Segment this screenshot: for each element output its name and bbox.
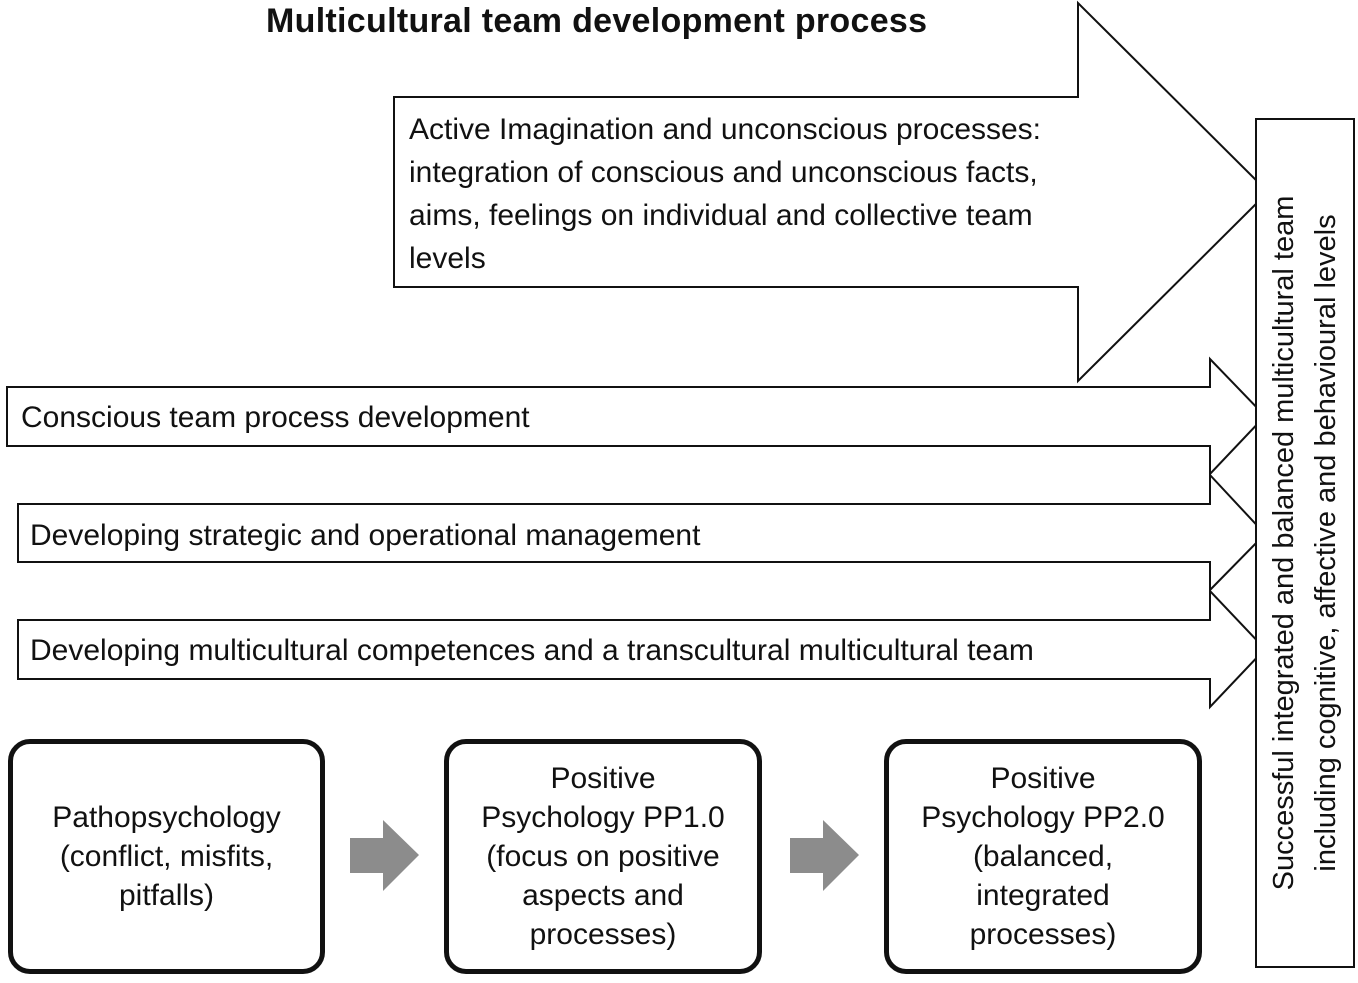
stage-line: Positive bbox=[990, 762, 1096, 795]
process-arrow-label-2: Developing strategic and operational man… bbox=[30, 519, 701, 552]
connector-arrow-2 bbox=[790, 820, 859, 891]
stage-line: Psychology PP2.0 bbox=[921, 801, 1165, 834]
stage-line: Psychology PP1.0 bbox=[481, 801, 725, 834]
stage-box-pp1: Positive Psychology PP1.0 (focus on posi… bbox=[444, 739, 762, 974]
stage-box-pp2: Positive Psychology PP2.0 (balanced, int… bbox=[884, 739, 1202, 974]
top-arrow-line: aims, feelings on individual and collect… bbox=[409, 199, 1033, 232]
stage-line: Positive bbox=[550, 762, 656, 795]
stage-box-pathopsychology: Pathopsychology (conflict, misfits, pitf… bbox=[8, 739, 325, 974]
stage-line: pitfalls) bbox=[118, 879, 215, 912]
outcome-line: including cognitive, affective and behav… bbox=[1310, 214, 1342, 872]
stage-line: (balanced, bbox=[972, 840, 1114, 873]
diagram-title: Multicultural team development process bbox=[266, 2, 928, 40]
top-arrow-text: Active Imagination and unconscious proce… bbox=[409, 108, 1041, 280]
process-arrow-1 bbox=[6, 356, 1267, 477]
process-arrow-2 bbox=[17, 472, 1267, 593]
outcome-line: Successful integrated and balanced multi… bbox=[1268, 195, 1300, 891]
stage-line: processes) bbox=[969, 918, 1117, 951]
process-arrow-label-3: Developing multicultural competences and… bbox=[30, 634, 1034, 667]
stage-line: processes) bbox=[529, 918, 677, 951]
stage-line: integrated bbox=[976, 879, 1110, 912]
stage-line: aspects and bbox=[522, 879, 684, 912]
top-arrow-line: levels bbox=[409, 242, 486, 275]
top-block-arrow bbox=[393, 0, 1270, 384]
outcome-text: Successful integrated and balanced multi… bbox=[1263, 196, 1347, 891]
process-arrow-label-1: Conscious team process development bbox=[21, 401, 530, 434]
stage-line: (conflict, misfits, bbox=[59, 840, 274, 873]
stage-line: Pathopsychology bbox=[52, 801, 281, 834]
outcome-box: Successful integrated and balanced multi… bbox=[1255, 118, 1355, 968]
connector-arrow-1 bbox=[350, 820, 419, 891]
top-arrow-line: integration of conscious and unconscious… bbox=[409, 156, 1038, 189]
top-arrow-line: Active Imagination and unconscious proce… bbox=[409, 113, 1042, 146]
process-arrow-3 bbox=[17, 588, 1267, 710]
stage-line: (focus on positive bbox=[486, 840, 720, 873]
